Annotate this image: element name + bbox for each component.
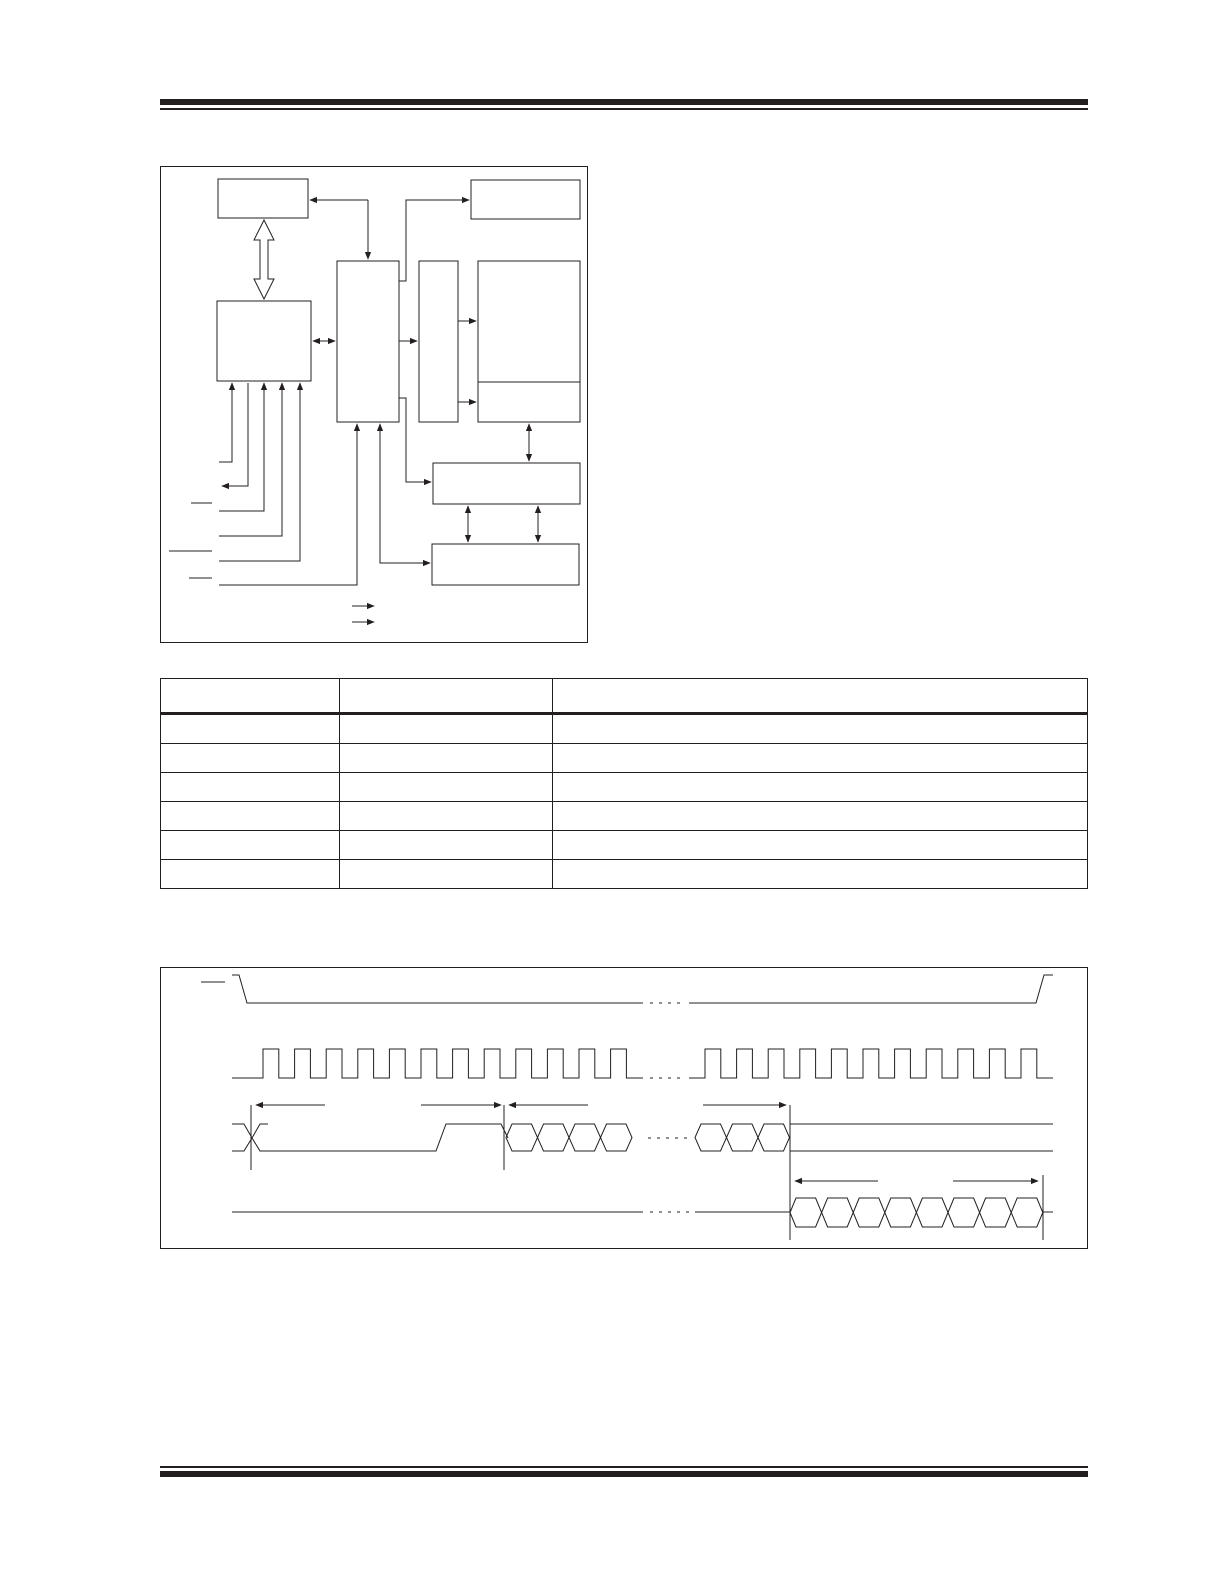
instruction-decode-box [216,300,312,382]
table-row [160,830,1088,860]
hollow-bus-arrow [253,218,275,301]
sck-signal [232,1048,1053,1079]
so-data-bit [789,1197,823,1228]
header-rule-thin [160,108,1088,110]
si-data-bit [599,1123,633,1152]
table-header-cell [339,678,553,715]
si-data-bit [694,1123,728,1152]
si-data-bit [757,1123,791,1152]
table-cell [160,859,340,889]
table-cell [552,859,1088,889]
si-data-bit [725,1123,759,1152]
pin-line-1 [219,382,236,463]
page-latches-box [477,381,581,423]
pin-line-5 [219,382,304,562]
table-row [160,859,1088,889]
high-voltage-generator-box [470,179,581,220]
so-data-bit [1010,1197,1044,1228]
si-data-bit [536,1123,570,1152]
table-header-cell [160,678,340,715]
si-data-bit [568,1123,602,1152]
si-data-bit [505,1123,539,1152]
so-data-bit [884,1197,917,1228]
sck-waveform [232,1048,1053,1079]
table-row [160,801,1088,831]
pin-line-2 [221,383,249,490]
row-decoder-box [418,260,459,423]
io-buffer-box [431,543,580,586]
pin-line-4 [219,382,286,537]
so-data-bit [915,1197,949,1228]
register-table [160,678,1088,889]
cs-signal [232,974,1053,1004]
so-data-bit [979,1197,1012,1228]
status-register-box [217,178,309,219]
si-signal [505,1123,791,1152]
table-cell [160,830,340,860]
pin-line-3 [219,382,268,512]
so-data-bit [852,1197,886,1228]
timing-diagram-frame [160,967,1088,1249]
table-cell [552,801,1088,831]
so-bytes [789,1197,1044,1228]
block-diagram-frame [160,166,588,643]
pin-line-6 [219,423,361,586]
so-data-bit [821,1197,854,1228]
sense-amp-box [432,462,581,505]
table-row [160,772,1088,802]
so-data-bit [947,1197,981,1228]
table-header-cell [552,678,1088,715]
table-row [160,743,1088,773]
footer-rule-thin [160,1466,1088,1468]
table-cell [339,859,553,889]
table-cell [552,743,1088,773]
footer-rule-thick [160,1471,1088,1477]
header-rule-thick [160,99,1088,105]
table-header-row [160,678,1088,715]
